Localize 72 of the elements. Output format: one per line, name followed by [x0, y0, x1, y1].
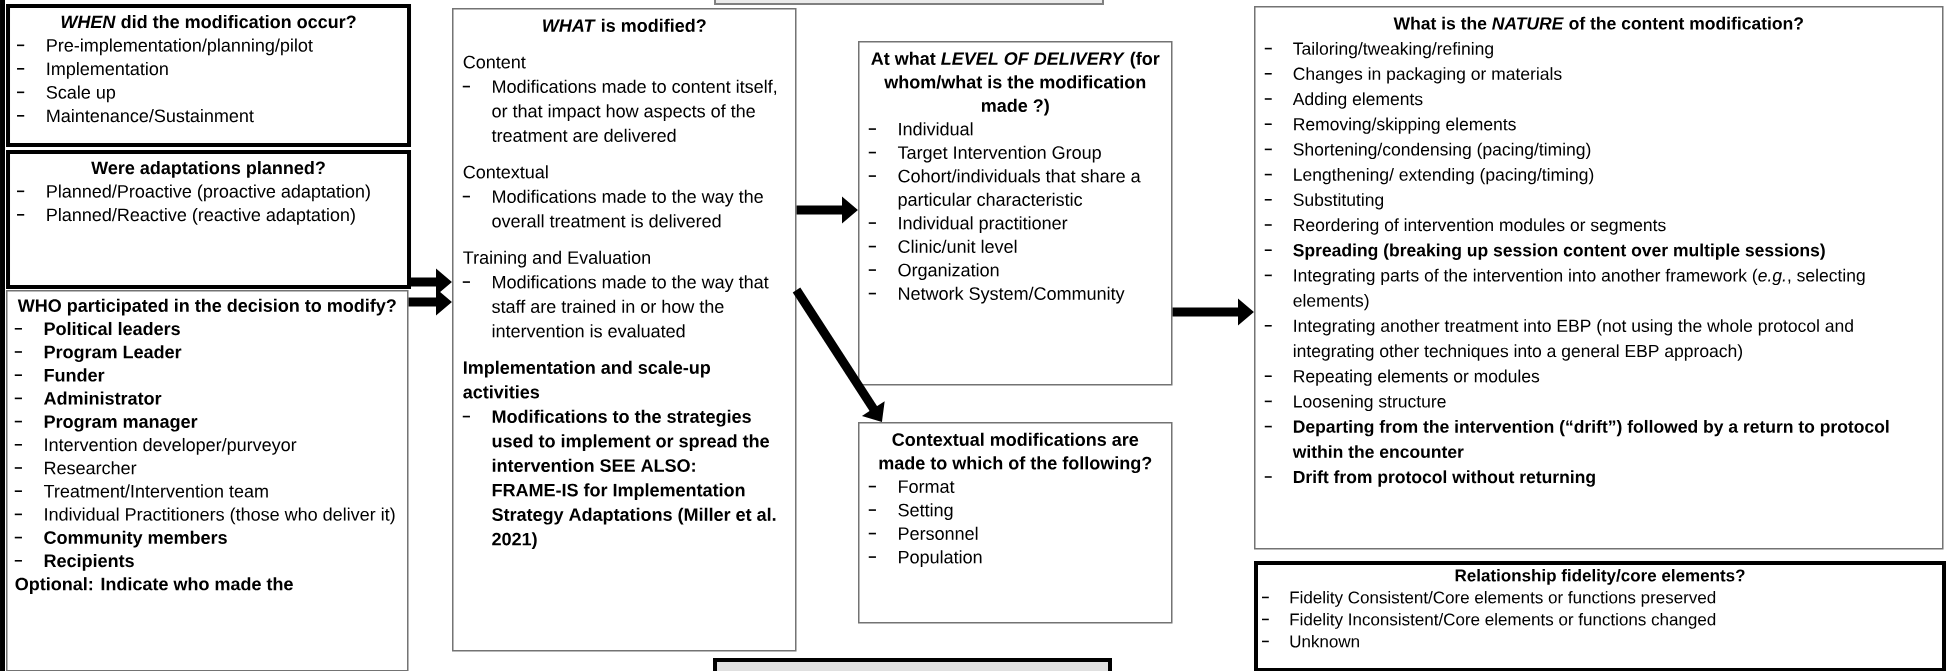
heading: Were adaptations planned?	[91, 161, 325, 178]
list-item: Integrating another treatment into EBP (not using the whole protocol and integrating other techniques into a general EBP approach)	[1263, 319, 1853, 361]
list-item: Individual	[867, 122, 973, 136]
list-item: Recipients	[13, 553, 134, 571]
heading: What is the NATURE of the content modification?	[1393, 16, 1803, 30]
heading: WHEN did the modification occur?	[61, 15, 356, 29]
heading: Contextual modifications are made to which of the following?	[879, 432, 1152, 474]
list-item: Substituting	[1263, 193, 1384, 210]
list-item: Shortening/condensing (pacing/timing)	[1263, 142, 1591, 160]
list-item: Format	[867, 480, 955, 493]
list-item: Drift from protocol without returning	[1263, 470, 1595, 487]
list-item: Planned/Proactive (proactive adaptation)	[16, 184, 370, 202]
list-item: Researcher	[13, 461, 137, 475]
list-item: Repeating elements or modules	[1263, 369, 1540, 386]
list-item: Treatment/Intervention team	[13, 484, 268, 498]
list-item: Lengthening/ extending (pacing/timing)	[1263, 167, 1594, 185]
list-item: Fidelity Consistent/Core elements or functions preserved	[1261, 591, 1716, 607]
heading: At what LEVEL OF DELIVERY (for whom/what is the modification made ?)	[871, 51, 1160, 116]
heading: Relationship fidelity/core elements?	[1455, 569, 1745, 585]
list-item: Modifications to the strategies used to implement or spread the intervention SEE ALSO: FRAME-IS for Implementation Strategy Adaptations (Miller et al. 2021)	[461, 409, 776, 549]
list-item: Tailoring/tweaking/refining	[1263, 41, 1493, 59]
list-item: Organization	[867, 263, 999, 281]
list-item: Setting	[867, 503, 953, 520]
question-box	[6, 290, 409, 671]
list-item: Pre-implementation/planning/pilot	[16, 38, 313, 56]
list-item: Funder	[13, 368, 105, 382]
subheading: Content	[463, 55, 526, 69]
list-item: Individual practitioner	[867, 216, 1068, 234]
list-item: Departing from the intervention (“drift”) followed by a return to protocol within the encounter	[1263, 419, 1889, 458]
question-box	[6, 150, 411, 289]
question-box	[6, 4, 411, 147]
subheading: Contextual	[463, 165, 548, 179]
list-item: Political leaders	[13, 321, 180, 336]
list-item: Removing/skipping elements	[1263, 117, 1516, 134]
list-item: Community members	[13, 530, 227, 548]
question-box	[452, 8, 797, 652]
list-item: Integrating parts of the intervention into another framework (e.g., selecting elements)	[1263, 268, 1865, 311]
list-item: Maintenance/Sustainment	[16, 109, 254, 123]
note: Optional: Indicate who made the	[15, 577, 293, 594]
list-item: Clinic/unit level	[867, 239, 1017, 253]
question-box	[1254, 561, 1946, 671]
question-box	[1254, 6, 1944, 550]
question-box	[858, 41, 1173, 386]
question-box	[858, 422, 1173, 624]
list-item: Unknown	[1261, 635, 1359, 648]
list-item: Loosening structure	[1263, 394, 1446, 412]
heading: WHAT is modified?	[543, 18, 706, 32]
list-item: Program Leader	[13, 345, 182, 362]
list-item: Planned/Reactive (reactive adaptation)	[16, 208, 355, 225]
list-item: Changes in packaging or materials	[1263, 67, 1562, 84]
list-item: Modifications made to content itself, or that impact how aspects of the treatment are delivered	[461, 79, 777, 142]
list-item: Modifications made to the way that staff are trained in or how the intervention is evaluated	[461, 275, 769, 338]
list-item: Spreading (breaking up session content over multiple sessions)	[1263, 243, 1825, 260]
list-item: Network System/Community	[867, 286, 1125, 304]
list-item: Administrator	[13, 391, 162, 405]
list-item: Implementation	[16, 62, 168, 79]
subheading: Implementation and scale-up activities	[463, 360, 711, 399]
heading: WHO participated in the decision to modify?	[17, 298, 396, 316]
list-item: Intervention developer/purveyor	[13, 437, 297, 455]
list-item: Population	[867, 550, 982, 567]
list-item: Cohort/individuals that share a particular characteristic	[867, 169, 1141, 210]
list-item: Target Intervention Group	[867, 145, 1101, 163]
list-item: Adding elements	[1263, 92, 1423, 109]
list-item: Reordering of intervention modules or segments	[1263, 218, 1666, 235]
list-item: Fidelity Inconsistent/Core elements or functions changed	[1261, 613, 1716, 629]
list-item: Individual Practitioners (those who deliver it)	[13, 507, 395, 525]
list-item: Program manager	[13, 415, 198, 432]
arrow	[792, 287, 885, 422]
list-item: Modifications made to the way the overall treatment is delivered	[461, 189, 763, 228]
subheading: Training and Evaluation	[463, 250, 650, 268]
list-item: Scale up	[16, 85, 116, 103]
list-item: Personnel	[867, 526, 978, 540]
